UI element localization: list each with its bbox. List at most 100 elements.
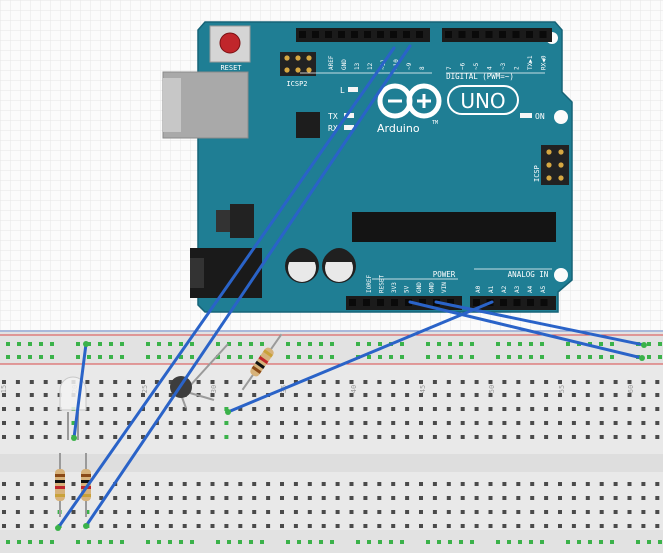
breadboard-hole (405, 524, 410, 528)
breadboard-hole (293, 435, 298, 439)
breadboard-hole (2, 435, 6, 439)
rail-hole (577, 355, 581, 359)
rail-hole (529, 355, 533, 359)
breadboard-hole (224, 524, 229, 528)
breadboard-hole (29, 510, 34, 514)
breadboard-hole (655, 393, 660, 397)
rail-hole (400, 342, 404, 346)
breadboard-hole (238, 380, 243, 384)
digital-pin-label: ~5 (473, 62, 480, 70)
breadboard-hole (43, 510, 48, 514)
digital-pin-label: ~3 (500, 62, 507, 70)
breadboard-hole (558, 496, 562, 500)
breadboard-hole (321, 524, 326, 528)
breadboard-hole (571, 496, 576, 500)
breadboard-hole (460, 510, 465, 514)
breadboard-hole (154, 393, 159, 397)
header-pin (445, 31, 452, 38)
rail-hole (319, 540, 323, 544)
breadboard-hole (127, 380, 132, 384)
breadboard-hole (446, 496, 451, 500)
wire-end (641, 342, 647, 348)
l-led (348, 87, 358, 92)
breadboard-hole (460, 393, 465, 397)
breadboard-hole (238, 421, 243, 425)
wires (56, 44, 646, 530)
column-number: 40 (350, 385, 358, 393)
breadboard-hole (349, 524, 354, 528)
breadboard-hole (488, 435, 493, 439)
breadboard-hole (655, 524, 660, 528)
wire-end (225, 409, 231, 415)
rail-hole (599, 540, 603, 544)
breadboard-hole (85, 407, 90, 411)
analog-pin-label: A3 (514, 285, 521, 293)
analog-pin-label: A5 (540, 285, 547, 293)
breadboard-hole (585, 482, 590, 486)
breadboard-hole (571, 393, 576, 397)
icsp2-label: ICSP2 (286, 80, 307, 88)
rail-hole (610, 342, 614, 346)
wire (56, 46, 396, 530)
breadboard-hole (405, 496, 410, 500)
breadboard-hole (391, 435, 396, 439)
breadboard-hole (15, 482, 20, 486)
rail-hole (529, 540, 533, 544)
digital-pin-label: ~6 (460, 62, 467, 70)
breadboard-hole (280, 435, 284, 439)
breadboard-hole (516, 524, 521, 528)
breadboard-hole (127, 496, 132, 500)
breadboard-hole (530, 421, 535, 425)
breadboard-hole (29, 421, 34, 425)
analog-label: ANALOG IN (508, 270, 549, 279)
breadboard-hole (655, 380, 660, 384)
breadboard-hole (432, 421, 437, 425)
breadboard-hole (613, 496, 618, 500)
header-pin (349, 299, 356, 306)
breadboard-hole (280, 407, 284, 411)
breadboard-hole (363, 496, 368, 500)
rail-hole (17, 355, 21, 359)
breadboard-hole (252, 407, 257, 411)
breadboard-hole (349, 393, 354, 397)
reset-label: RESET (220, 64, 242, 72)
header-pin (527, 299, 534, 306)
rail-hole (39, 342, 43, 346)
breadboard-hole (405, 421, 410, 425)
header-pin (458, 31, 466, 38)
breadboard-hole (432, 393, 437, 397)
breadboard-hole (474, 496, 479, 500)
breadboard-hole (627, 407, 632, 411)
breadboard-hole (516, 393, 521, 397)
breadboard-hole (627, 482, 632, 486)
breadboard-hole (266, 421, 271, 425)
resistor (55, 453, 65, 517)
rail-hole (50, 355, 54, 359)
breadboard-hole (544, 482, 549, 486)
breadboard-hole (530, 435, 535, 439)
breadboard-hole (196, 407, 201, 411)
breadboard-hole (238, 510, 243, 514)
breadboard-hole (266, 496, 271, 500)
breadboard-hole (391, 407, 396, 411)
breadboard-hole (641, 380, 646, 384)
header-pin (363, 299, 370, 306)
rail-hole (529, 342, 533, 346)
resistor (241, 333, 283, 391)
rail-hole (308, 342, 312, 346)
mounting-hole (554, 110, 568, 124)
breadboard-hole (558, 482, 562, 486)
breadboard-hole (391, 380, 396, 384)
digital-pin-label: 13 (354, 62, 361, 70)
header-pin (299, 31, 306, 38)
breadboard-hole (363, 421, 368, 425)
breadboard-hole (280, 421, 284, 425)
on-led (520, 113, 532, 118)
breadboard-hole (641, 407, 646, 411)
breadboard-hole (599, 380, 604, 384)
breadboard-hole (141, 380, 145, 384)
breadboard-hole (627, 380, 632, 384)
on-led-label: ON (535, 112, 545, 121)
column-number: 15 (0, 385, 8, 393)
breadboard-hole (446, 435, 451, 439)
